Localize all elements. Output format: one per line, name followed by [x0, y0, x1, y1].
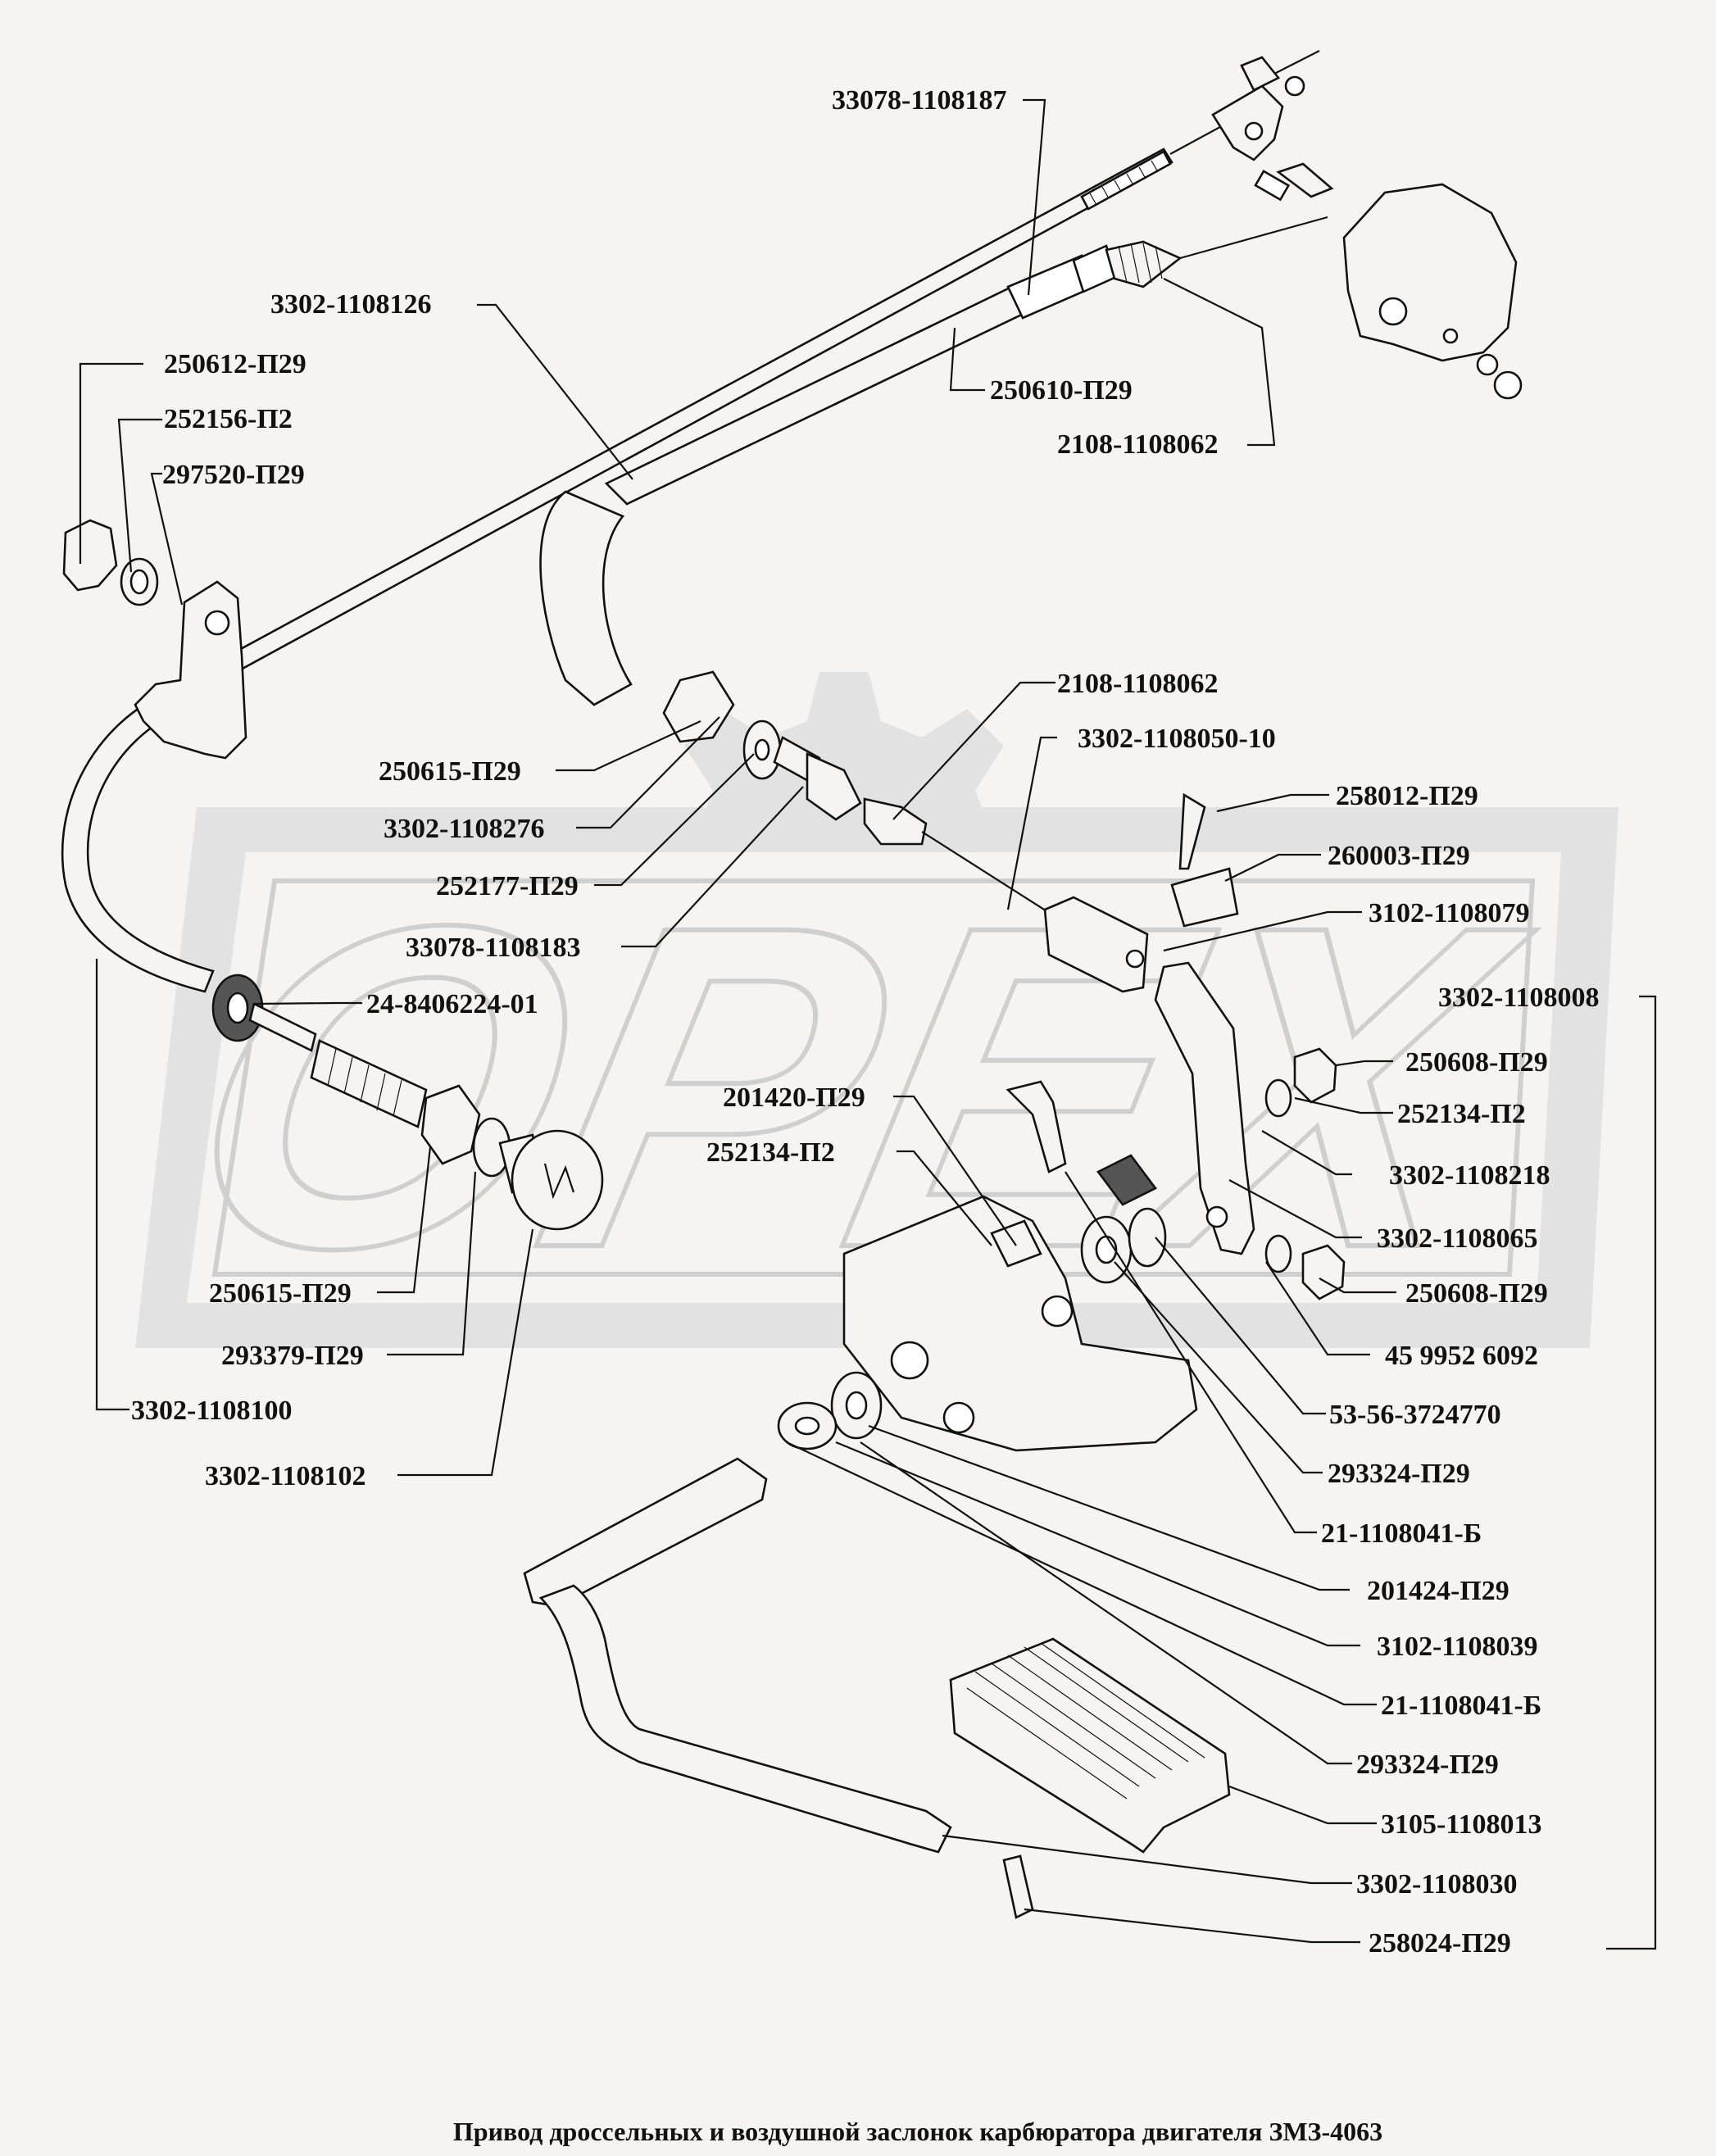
label-3102-1108079: 3102-1108079 — [1369, 898, 1529, 928]
bushings — [777, 1154, 1167, 1450]
cable-mid-fittings — [662, 670, 1058, 919]
label-53-56-3724770: 53-56-3724770 — [1329, 1400, 1501, 1430]
label-250612: 250612-П29 — [164, 349, 306, 379]
label-250615-bottom: 250615-П29 — [209, 1278, 352, 1309]
pedal-arm — [523, 1457, 1231, 1919]
watermark-frame-line — [211, 878, 1536, 1277]
clevis-lever — [1043, 792, 1255, 1255]
label-297520: 297520-П29 — [162, 460, 305, 490]
label-21-1108041-bottom: 21-1108041-Б — [1381, 1691, 1541, 1721]
label-3302-1108102: 3302-1108102 — [205, 1461, 365, 1491]
label-250610: 250610-П29 — [990, 375, 1133, 406]
label-3302-1108065: 3302-1108065 — [1377, 1223, 1537, 1254]
label-252134-right: 252134-П2 — [1397, 1099, 1526, 1129]
diagram-caption: Привод дроссельных и воздушной заслонок … — [453, 2117, 1382, 2146]
label-3302-1108008: 3302-1108008 — [1438, 983, 1599, 1013]
label-201420: 201420-П29 — [723, 1083, 865, 1113]
label-3302-1108276: 3302-1108276 — [384, 814, 544, 844]
label-293379: 293379-П29 — [221, 1341, 364, 1371]
pedal-bracket — [842, 1080, 1198, 1452]
label-24-8406224-01: 24-8406224-01 — [366, 989, 538, 1019]
label-21-1108041-top: 21-1108041-Б — [1321, 1518, 1482, 1549]
label-250615-top: 250615-П29 — [379, 756, 521, 787]
label-260003: 260003-П29 — [1328, 841, 1470, 871]
label-258024: 258024-П29 — [1369, 1928, 1511, 1959]
label-45-9952-6092: 45 9952 6092 — [1385, 1341, 1538, 1371]
right-fasteners — [1264, 1047, 1346, 1300]
label-3302-1108100: 3302-1108100 — [131, 1396, 292, 1426]
carburetor-bracket — [1254, 162, 1523, 400]
label-293324-top: 293324-П29 — [1328, 1459, 1470, 1489]
label-3302-1108218: 3302-1108218 — [1389, 1160, 1550, 1191]
label-250608-top: 250608-П29 — [1405, 1047, 1548, 1078]
label-3302-1108050-10: 3302-1108050-10 — [1078, 724, 1276, 754]
throttle-cable-upper — [166, 50, 1320, 706]
label-2108-1108062-mid: 2108-1108062 — [1057, 669, 1218, 699]
label-3302-1108126: 3302-1108126 — [270, 289, 431, 320]
label-2108-1108062-top: 2108-1108062 — [1057, 429, 1218, 460]
choke-cable-hose — [539, 216, 1328, 706]
label-252134-left: 252134-П2 — [706, 1137, 835, 1168]
callout-labels: 33078-1108187 3302-1108126 250612-П29 25… — [131, 85, 1599, 1959]
choke-cable-left — [61, 691, 215, 993]
label-33078-1108183: 33078-1108183 — [406, 933, 580, 963]
label-33078-1108187: 33078-1108187 — [832, 85, 1006, 116]
label-201424: 201424-П29 — [1367, 1576, 1509, 1606]
label-293324-bottom: 293324-П29 — [1356, 1750, 1499, 1780]
bracket-297520 — [62, 519, 247, 760]
label-3302-1108030: 3302-1108030 — [1356, 1869, 1517, 1900]
label-252156: 252156-П2 — [164, 404, 293, 434]
label-252177: 252177-П29 — [436, 871, 579, 901]
label-3102-1108039: 3102-1108039 — [1377, 1632, 1537, 1662]
upper-cable-lever — [1211, 84, 1284, 161]
choke-knob-assembly — [211, 974, 604, 1231]
label-3105-1108013: 3105-1108013 — [1381, 1809, 1541, 1840]
label-258012: 258012-П29 — [1336, 781, 1478, 811]
label-250608-bottom: 250608-П29 — [1405, 1278, 1548, 1309]
leader-lines — [79, 98, 1657, 1950]
